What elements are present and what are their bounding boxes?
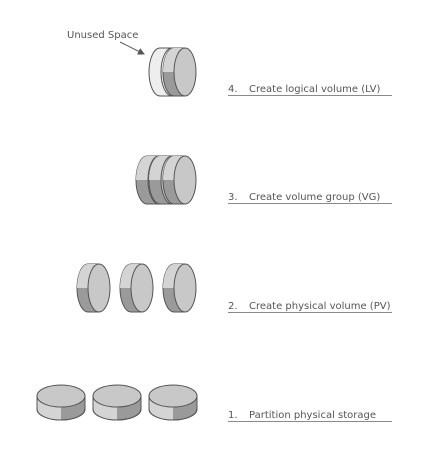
logical-volume-disks: [148, 47, 197, 97]
step-label: Create volume group (VG): [249, 192, 380, 203]
step-number: 4.: [228, 84, 238, 95]
pv-disk: [162, 263, 197, 313]
physical-volume-disks: [76, 263, 197, 313]
step-1: 1. Partition physical storage: [228, 410, 392, 422]
unused-space-callout: Unused Space: [67, 30, 138, 41]
step-2: 2. Create physical volume (PV): [228, 301, 392, 313]
step-label: Partition physical storage: [249, 410, 376, 421]
step-4: 4. Create logical volume (LV): [228, 84, 392, 96]
step-number: 3.: [228, 192, 238, 203]
step-number: 1.: [228, 410, 238, 421]
step-label: Create logical volume (LV): [249, 84, 380, 95]
volume-group-disks: [135, 155, 197, 205]
vg-disk: [162, 155, 197, 205]
pv-disk: [76, 263, 111, 313]
physical-storage-disks: [36, 384, 198, 421]
step-label: Create physical volume (PV): [249, 301, 391, 312]
storage-disk: [92, 384, 142, 421]
step-number: 2.: [228, 301, 238, 312]
pv-disk: [119, 263, 154, 313]
lv-disk: [162, 47, 197, 97]
callout-arrow: [119, 41, 145, 55]
storage-disk: [148, 384, 198, 421]
storage-disk: [36, 384, 86, 421]
step-3: 3. Create volume group (VG): [228, 192, 392, 204]
